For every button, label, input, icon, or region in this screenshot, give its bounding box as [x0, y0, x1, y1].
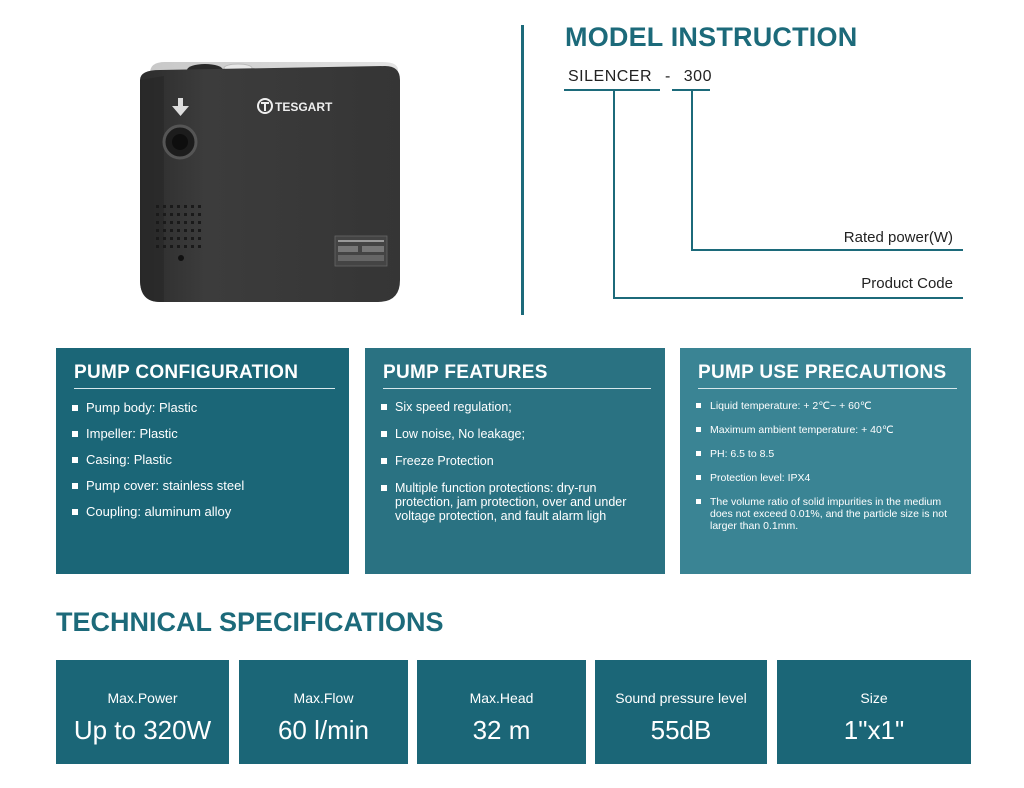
card-divider: [74, 388, 335, 389]
list-item: Pump body: Plastic: [72, 400, 337, 415]
svg-text:TESGART: TESGART: [275, 100, 333, 114]
spec-sound-pressure: Sound pressure level 55dB: [595, 660, 767, 764]
spec-size: Size 1"x1": [777, 660, 971, 764]
spec-max-flow: Max.Flow 60 l/min: [239, 660, 408, 764]
card-divider: [383, 388, 651, 389]
spec-label: Max.Head: [469, 690, 534, 706]
card-divider: [698, 388, 957, 389]
list-item: Freeze Protection: [381, 454, 653, 468]
card-title: PUMP FEATURES: [383, 362, 548, 383]
pump-configuration-card: PUMP CONFIGURATION Pump body: Plastic Im…: [56, 348, 349, 574]
list-item: The volume ratio of solid impurities in …: [696, 496, 959, 532]
rated-power-label: Rated power(W): [843, 229, 953, 246]
pump-features-card: PUMP FEATURES Six speed regulation; Low …: [365, 348, 665, 574]
list-item: Impeller: Plastic: [72, 426, 337, 441]
arrow-down-icon: [172, 98, 189, 116]
card-list: Pump body: Plastic Impeller: Plastic Cas…: [72, 400, 337, 530]
spec-max-head: Max.Head 32 m: [417, 660, 586, 764]
list-item: Casing: Plastic: [72, 452, 337, 467]
list-item: Multiple function protections: dry-run p…: [381, 481, 653, 523]
spec-label: Size: [860, 690, 888, 706]
list-item: Protection level: IPX4: [696, 472, 959, 484]
spec-value: 1"x1": [843, 715, 905, 745]
list-item: Maximum ambient temperature: + 40℃: [696, 424, 959, 436]
list-item: Low noise, No leakage;: [381, 427, 653, 441]
spec-value: 60 l/min: [277, 715, 370, 745]
card-list: Liquid temperature: + 2℃~ + 60℃ Maximum …: [696, 400, 959, 544]
list-item: Six speed regulation;: [381, 400, 653, 414]
card-title: PUMP USE PRECAUTIONS: [698, 362, 947, 383]
spec-value: Up to 320W: [73, 715, 212, 745]
model-code: SILENCER - 300: [568, 68, 712, 86]
card-list: Six speed regulation; Low noise, No leak…: [381, 400, 653, 536]
spec-label: Max.Power: [107, 690, 178, 706]
spec-label: Sound pressure level: [615, 690, 747, 706]
spec-value: 55dB: [650, 715, 712, 745]
model-instruction-title: MODEL INSTRUCTION: [565, 22, 858, 52]
list-item: Coupling: aluminum alloy: [72, 504, 337, 519]
spec-value: 32 m: [472, 715, 531, 745]
vertical-divider: [521, 25, 524, 315]
model-code-series: SILENCER: [568, 68, 653, 85]
card-title: PUMP CONFIGURATION: [74, 362, 299, 383]
pump-product-image: TESGART: [120, 40, 420, 310]
spec-max-power: Max.Power Up to 320W: [56, 660, 229, 764]
list-item: PH: 6.5 to 8.5: [696, 448, 959, 460]
technical-specifications-title: TECHNICAL SPECIFICATIONS: [56, 607, 444, 637]
product-code-label: Product Code: [861, 275, 953, 292]
brand-logo-icon: [257, 98, 273, 114]
model-code-separator: -: [664, 68, 671, 85]
model-code-power: 300: [683, 68, 712, 85]
pump-use-precautions-card: PUMP USE PRECAUTIONS Liquid temperature:…: [680, 348, 971, 574]
list-item: Pump cover: stainless steel: [72, 478, 337, 493]
spec-label: Max.Flow: [293, 690, 354, 706]
list-item: Liquid temperature: + 2℃~ + 60℃: [696, 400, 959, 412]
